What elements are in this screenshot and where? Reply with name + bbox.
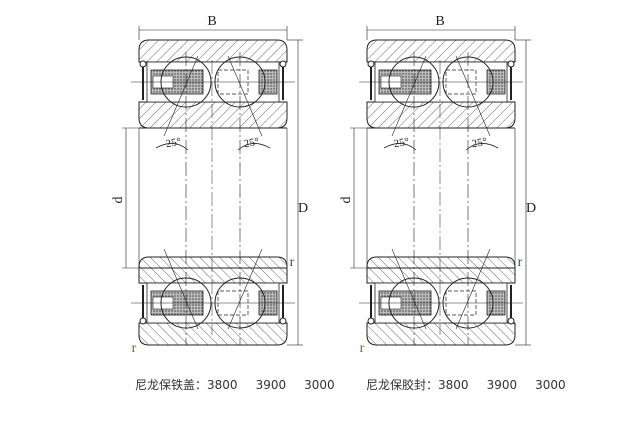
- caption-value: 3000: [304, 378, 335, 392]
- contact-angle-line: [391, 248, 427, 330]
- inner-ring: [138, 256, 288, 284]
- seal-lip: [279, 60, 287, 68]
- dimension-b-label: B: [435, 14, 444, 29]
- caption-right: 尼龙保胶封：3800 3900 3000: [366, 376, 584, 393]
- caption-value: 3900: [486, 378, 518, 392]
- radius-label: r: [360, 341, 365, 356]
- seal-lip: [507, 317, 515, 325]
- angle-label: 25°: [393, 136, 410, 150]
- inner-ring: [366, 256, 516, 284]
- caption-value: 3800: [438, 378, 469, 392]
- angle-label: 25°: [471, 136, 488, 150]
- radius-label: r: [290, 255, 295, 270]
- angle-arc: [155, 143, 189, 151]
- angle-arc: [237, 143, 271, 151]
- outer-ring: [366, 39, 516, 63]
- bearing-right: 25° 25° B Dd r r: [339, 14, 536, 356]
- caption-left: 尼龙保铁盖：3800 3900 3000: [135, 376, 353, 393]
- dimension-outer-label: D: [526, 201, 536, 216]
- radius-label: r: [132, 341, 137, 356]
- angle-label: 25°: [165, 136, 182, 150]
- contact-angle-line: [455, 248, 491, 330]
- inner-ring: [138, 101, 288, 129]
- bearing-bottom-section: [131, 248, 295, 346]
- seal-lip: [139, 60, 147, 68]
- angle-label: 25°: [243, 136, 260, 150]
- caption-value: 3900: [255, 378, 287, 392]
- caption-title: 尼龙保胶封：: [366, 378, 439, 392]
- seal-lip: [507, 60, 515, 68]
- bearing-top-section: [359, 39, 523, 137]
- inner-ring: [366, 101, 516, 129]
- seal-lip: [367, 317, 375, 325]
- dimension-outer-label: D: [298, 201, 308, 216]
- seal-lip: [367, 60, 375, 68]
- caption-value: 3800: [207, 378, 238, 392]
- seal-lip: [279, 317, 287, 325]
- bearing-left: 25° 25° B Dd r r: [111, 14, 308, 356]
- dimension-bore-label: d: [111, 197, 126, 204]
- angle-arc: [383, 143, 417, 151]
- contact-angle-line: [227, 55, 263, 137]
- contact-angle-line: [227, 248, 263, 330]
- contact-angle-line: [163, 248, 199, 330]
- contact-angle-line: [391, 55, 427, 137]
- dimension-b-label: B: [207, 14, 216, 29]
- dimension-bore-label: d: [339, 197, 354, 204]
- caption-value: 3000: [535, 378, 566, 392]
- radius-label: r: [518, 255, 523, 270]
- outer-ring: [366, 322, 516, 346]
- contact-angle-line: [163, 55, 199, 137]
- angle-arc: [465, 143, 499, 151]
- caption-title: 尼龙保铁盖：: [135, 378, 208, 392]
- bearing-top-section: [131, 39, 295, 137]
- outer-ring: [138, 39, 288, 63]
- contact-angle-line: [455, 55, 491, 137]
- seal-lip: [139, 317, 147, 325]
- bearing-bottom-section: [359, 248, 523, 346]
- outer-ring: [138, 322, 288, 346]
